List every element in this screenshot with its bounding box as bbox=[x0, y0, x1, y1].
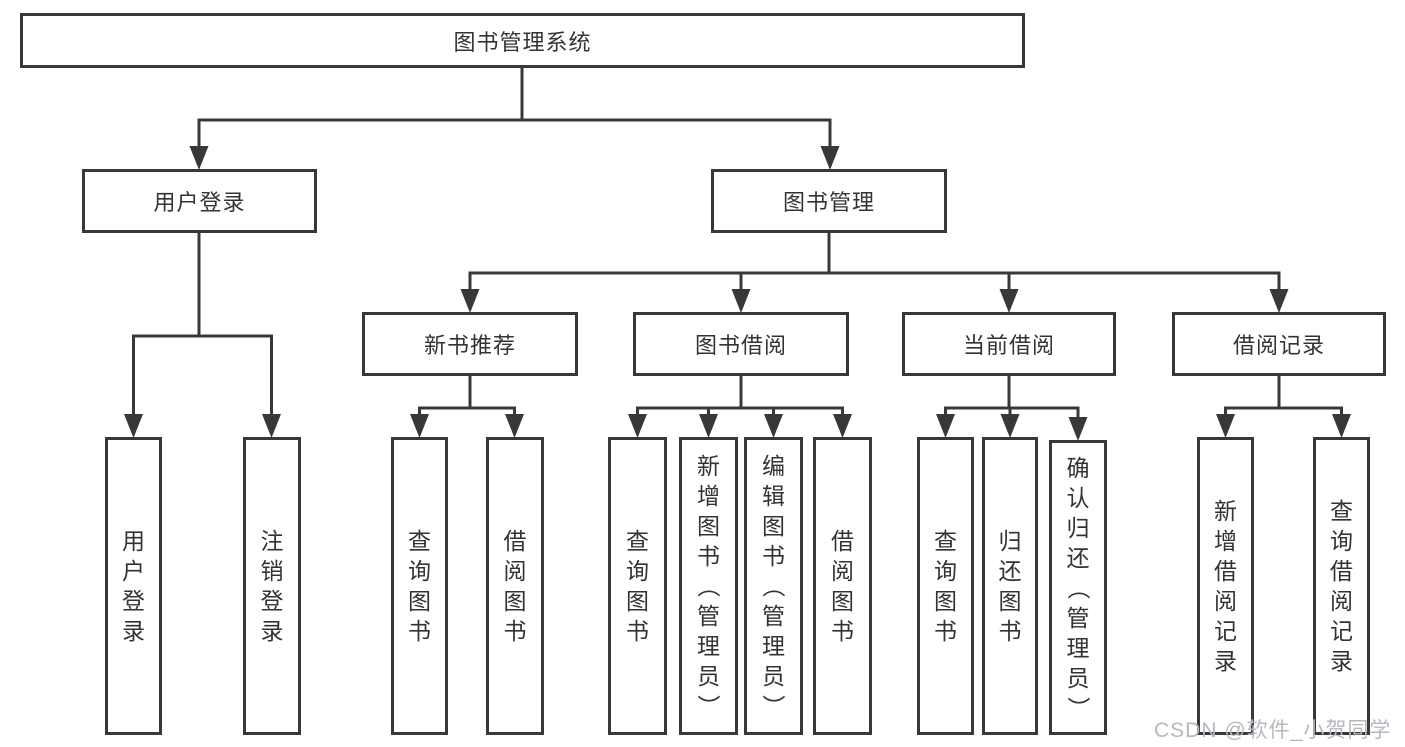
arrowhead-icon bbox=[1269, 289, 1289, 313]
node-label: 新增图书（管理员） bbox=[695, 453, 722, 718]
node-book-borrowing: 图书借阅 bbox=[633, 312, 849, 376]
node-label: 查询图书 bbox=[626, 528, 649, 644]
node-label: 注销登录 bbox=[260, 528, 284, 644]
arrowhead-icon bbox=[833, 414, 852, 438]
node-label: 确认归还（管理员） bbox=[1065, 454, 1091, 720]
arrowhead-icon bbox=[262, 414, 281, 438]
arrowhead-icon bbox=[1216, 414, 1235, 438]
node-label: 归还图书 bbox=[998, 528, 1022, 644]
arrowhead-icon bbox=[410, 414, 429, 438]
arrowhead-icon bbox=[936, 414, 955, 438]
node-label: 查询图书 bbox=[934, 528, 957, 644]
csdn-watermark: CSDN @软件_小贺同学 bbox=[1154, 719, 1392, 742]
node-label: 图书管理 bbox=[782, 190, 875, 215]
arrowhead-icon bbox=[189, 146, 209, 170]
arrowhead-icon bbox=[1000, 414, 1020, 438]
leaf-query-books-3: 查询图书 bbox=[917, 437, 974, 735]
arrowhead-icon bbox=[999, 289, 1019, 313]
arrowhead-icon bbox=[764, 414, 783, 438]
leaf-add-books-admin: 新增图书（管理员） bbox=[679, 437, 738, 735]
node-label: 借阅图书 bbox=[503, 528, 527, 644]
leaf-query-books-1: 查询图书 bbox=[391, 437, 448, 735]
node-label: 用户登录 bbox=[153, 190, 246, 215]
node-label: 查询图书 bbox=[408, 528, 431, 644]
arrowhead-icon bbox=[1332, 414, 1351, 438]
node-label: 编辑图书（管理员） bbox=[760, 453, 787, 718]
arrowhead-icon bbox=[628, 414, 647, 438]
node-label: 当前借阅 bbox=[962, 333, 1055, 358]
node-new-book-recommendation: 新书推荐 bbox=[362, 312, 578, 376]
node-label: 新增借阅记录 bbox=[1214, 498, 1237, 674]
node-borrowing-records: 借阅记录 bbox=[1172, 312, 1386, 376]
node-current-borrowing: 当前借阅 bbox=[902, 312, 1116, 376]
node-label: 用户登录 bbox=[122, 528, 145, 644]
node-library-management-system: 图书管理系统 bbox=[20, 13, 1025, 68]
arrowhead-icon bbox=[460, 289, 480, 313]
arrowhead-icon bbox=[699, 414, 718, 438]
leaf-return-books: 归还图书 bbox=[982, 437, 1038, 735]
leaf-logout: 注销登录 bbox=[243, 437, 301, 735]
node-label: 图书借阅 bbox=[694, 333, 787, 358]
arrowhead-icon bbox=[1068, 417, 1088, 441]
node-user-login: 用户登录 bbox=[82, 169, 317, 233]
node-label: 图书管理系统 bbox=[453, 29, 592, 55]
arrowhead-icon bbox=[505, 414, 524, 438]
leaf-edit-books-admin: 编辑图书（管理员） bbox=[744, 437, 803, 735]
node-label: 借阅记录 bbox=[1232, 333, 1325, 358]
node-book-management: 图书管理 bbox=[711, 169, 947, 233]
leaf-query-books-2: 查询图书 bbox=[608, 437, 667, 735]
leaf-borrow-books-2: 借阅图书 bbox=[813, 437, 872, 735]
leaf-query-borrow-record: 查询借阅记录 bbox=[1313, 437, 1370, 735]
leaf-user-login: 用户登录 bbox=[105, 437, 162, 735]
leaf-add-borrow-record: 新增借阅记录 bbox=[1197, 437, 1254, 735]
leaf-borrow-books-1: 借阅图书 bbox=[486, 437, 544, 735]
node-label: 新书推荐 bbox=[423, 333, 516, 358]
node-label: 借阅图书 bbox=[831, 528, 854, 644]
arrowhead-icon bbox=[820, 146, 840, 170]
arrowhead-icon bbox=[731, 289, 751, 313]
leaf-confirm-return-admin: 确认归还（管理员） bbox=[1049, 440, 1107, 735]
node-label: 查询借阅记录 bbox=[1330, 498, 1353, 674]
arrowhead-icon bbox=[124, 414, 143, 438]
